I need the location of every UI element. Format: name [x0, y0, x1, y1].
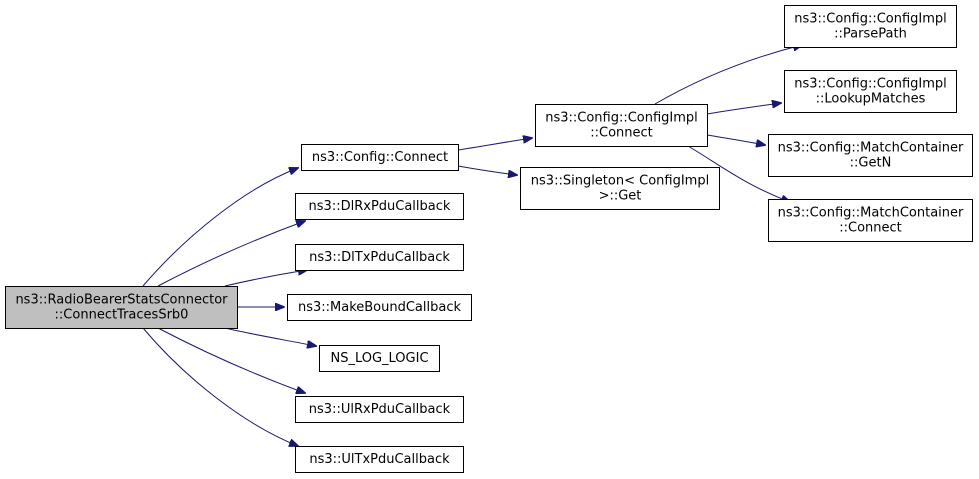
node-mc-connect[interactable]: ns3::Config::MatchContainer::Connect — [768, 199, 973, 242]
node-box — [295, 446, 464, 473]
edge-impl-connect-to-mc-connect — [687, 145, 790, 202]
node-box — [295, 193, 464, 220]
edge-config-connect-to-singleton-get — [457, 165, 517, 175]
node-label-line: ns3::UlRxPduCallback — [309, 402, 451, 417]
node-label-line: ns3::UlTxPduCallback — [309, 452, 450, 467]
edge-impl-connect-to-parsepath — [654, 45, 802, 105]
node-label-line: ::GetN — [850, 156, 892, 171]
node-label-line: ::ConnectTracesSrb0 — [55, 308, 189, 323]
node-config-connect[interactable]: ns3::Config::Connect — [301, 144, 459, 171]
node-box — [520, 167, 720, 210]
node-label-line: ns3::Config::Connect — [312, 150, 448, 165]
node-label-line: ns3::Config::ConfigImpl — [794, 77, 947, 92]
node-box — [5, 286, 238, 329]
node-label-line: >::Get — [599, 189, 642, 204]
node-label-line: ns3::MakeBoundCallback — [298, 300, 462, 315]
node-nslog[interactable]: NS_LOG_LOGIC — [319, 345, 440, 372]
node-singleton-get[interactable]: ns3::Singleton< ConfigImpl>::Get — [520, 167, 720, 210]
node-label-line: ns3::DlTxPduCallback — [309, 250, 450, 265]
node-impl-connect[interactable]: ns3::Config::ConfigImpl::Connect — [535, 104, 708, 147]
edge-root-to-dlrx — [157, 221, 305, 287]
edge-root-to-nslog — [224, 327, 316, 346]
node-label-line: ns3::RadioBearerStatsConnector — [15, 293, 228, 308]
node-box — [784, 70, 957, 113]
node-label-line: NS_LOG_LOGIC — [330, 351, 428, 366]
node-box — [301, 144, 459, 171]
node-label-line: ::Connect — [590, 126, 653, 141]
node-box — [319, 345, 440, 372]
node-label-line: ns3::Config::MatchContainer — [778, 206, 964, 221]
node-label-line: ::Connect — [839, 221, 902, 236]
node-box — [768, 199, 973, 242]
node-box — [784, 5, 957, 48]
node-root[interactable]: ns3::RadioBearerStatsConnector::ConnectT… — [5, 286, 238, 329]
node-parsepath[interactable]: ns3::Config::ConfigImpl::ParsePath — [784, 5, 957, 48]
edge-root-to-dltx — [224, 270, 307, 287]
node-lookup[interactable]: ns3::Config::ConfigImpl::LookupMatches — [784, 70, 957, 113]
node-box — [768, 134, 973, 177]
node-ultx[interactable]: ns3::UlTxPduCallback — [295, 446, 464, 473]
node-getn[interactable]: ns3::Config::MatchContainer::GetN — [768, 134, 973, 177]
edge-impl-connect-to-getn — [706, 134, 765, 145]
node-ulrx[interactable]: ns3::UlRxPduCallback — [295, 396, 464, 423]
node-label-line: ns3::Config::ConfigImpl — [545, 111, 698, 126]
node-box — [295, 396, 464, 423]
edge-config-connect-to-impl-connect — [457, 138, 532, 151]
node-label-line: ::LookupMatches — [816, 92, 926, 107]
node-box — [535, 104, 708, 147]
node-label-line: ns3::Singleton< ConfigImpl — [531, 174, 709, 189]
edge-root-to-ultx — [142, 327, 298, 446]
node-label-line: ::ParsePath — [834, 27, 907, 42]
edge-root-to-config-connect — [142, 168, 298, 287]
edge-impl-connect-to-lookup — [706, 103, 781, 115]
node-box — [287, 294, 472, 321]
node-dltx[interactable]: ns3::DlTxPduCallback — [295, 244, 464, 271]
node-label-line: ns3::DlRxPduCallback — [309, 199, 451, 214]
edge-root-to-ulrx — [157, 327, 305, 393]
node-label-line: ns3::Config::MatchContainer — [778, 141, 964, 156]
node-label-line: ns3::Config::ConfigImpl — [794, 12, 947, 27]
node-makebound[interactable]: ns3::MakeBoundCallback — [287, 294, 472, 321]
node-dlrx[interactable]: ns3::DlRxPduCallback — [295, 193, 464, 220]
node-box — [295, 244, 464, 271]
